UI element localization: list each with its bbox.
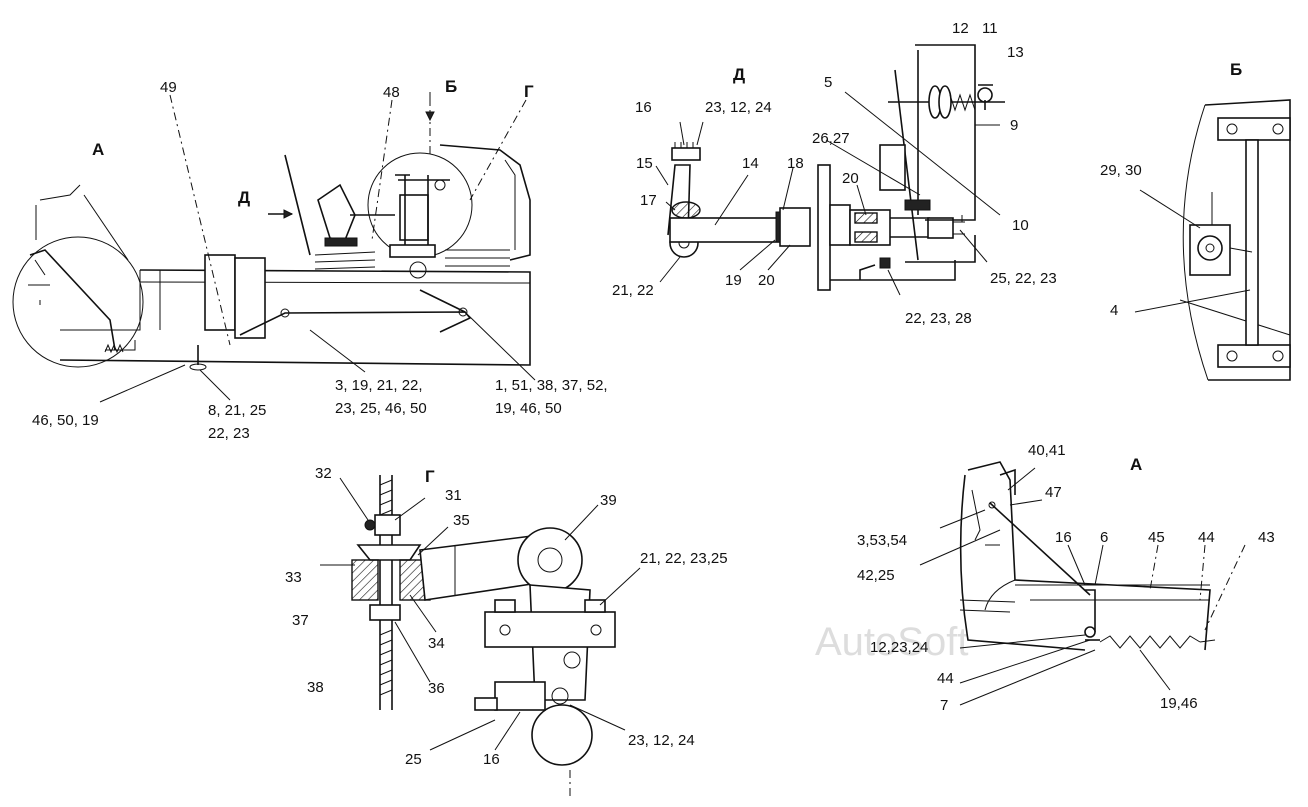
- callout-G-16: 16: [483, 751, 500, 768]
- view-label-G-main: Г: [524, 82, 534, 101]
- callout-3-19-line1: 3, 19, 21, 22,: [335, 377, 423, 394]
- callout-D-17: 17: [640, 192, 657, 209]
- view-label-G: Г: [425, 467, 435, 486]
- callout-D-20a: 20: [842, 170, 859, 187]
- callout-G-34: 34: [428, 635, 445, 652]
- callout-1-51-line2: 19, 46, 50: [495, 400, 562, 417]
- view-A: [919, 461, 1246, 706]
- callout-D-25-22-23: 25, 22, 23: [990, 270, 1057, 287]
- callout-A-47: 47: [1045, 484, 1062, 501]
- callout-G-31: 31: [445, 487, 462, 504]
- arrow-label-B: Б: [445, 77, 457, 96]
- callout-G-37: 37: [292, 612, 309, 629]
- callout-A-44a: 44: [1198, 529, 1215, 546]
- callout-G-21-22-23-25: 21, 22, 23,25: [640, 550, 728, 567]
- callout-B-29-30: 29, 30: [1100, 162, 1142, 179]
- view-G: [320, 475, 641, 800]
- callout-A-45: 45: [1148, 529, 1165, 546]
- callout-D-5: 5: [824, 74, 832, 91]
- callout-A-40-41: 40,41: [1028, 442, 1066, 459]
- callout-46-50-19: 46, 50, 19: [32, 412, 99, 429]
- callout-48: 48: [383, 84, 400, 101]
- callout-A-3-53-54: 3,53,54: [857, 532, 907, 549]
- arrow-label-D: Д: [238, 188, 250, 207]
- callout-D-20b: 20: [758, 272, 775, 289]
- callout-G-38: 38: [307, 679, 324, 696]
- callout-A-12-23-24: 12,23,24: [870, 639, 928, 656]
- view-label-B: Б: [1230, 60, 1242, 79]
- view-B: [1134, 99, 1291, 381]
- callout-D-18: 18: [787, 155, 804, 172]
- callout-D-14: 14: [742, 155, 759, 172]
- callout-49: 49: [160, 79, 177, 96]
- view-D: [655, 44, 1005, 296]
- callout-G-33: 33: [285, 569, 302, 586]
- callout-A-42-25: 42,25: [857, 567, 895, 584]
- callout-1-51-line1: 1, 51, 38, 37, 52,: [495, 377, 608, 394]
- callout-G-36: 36: [428, 680, 445, 697]
- callout-A-44b: 44: [937, 670, 954, 687]
- callout-D-11: 11: [982, 20, 998, 37]
- callout-A-19-46: 19,46: [1160, 695, 1198, 712]
- callout-D-12: 12: [952, 20, 969, 37]
- view-label-A-main: А: [92, 140, 104, 159]
- callout-D-23-12-24: 23, 12, 24: [705, 99, 772, 116]
- callout-D-15: 15: [636, 155, 653, 172]
- callout-D-13: 13: [1007, 44, 1024, 61]
- callout-D-26-27: 26,27: [812, 130, 850, 147]
- callout-G-25: 25: [405, 751, 422, 768]
- callout-D-19: 19: [725, 272, 742, 289]
- callout-A-7: 7: [940, 697, 948, 714]
- callout-G-32: 32: [315, 465, 332, 482]
- callout-8-21-25: 8, 21, 25: [208, 402, 266, 419]
- view-label-A: А: [1130, 455, 1142, 474]
- callout-G-23-12-24: 23, 12, 24: [628, 732, 695, 749]
- callout-G-35: 35: [453, 512, 470, 529]
- callout-22-23: 22, 23: [208, 425, 250, 442]
- callout-A-43: 43: [1258, 529, 1275, 546]
- callout-D-21-22: 21, 22: [612, 282, 654, 299]
- callout-B-4: 4: [1110, 302, 1118, 319]
- callout-D-9: 9: [1010, 117, 1018, 134]
- view-label-D: Д: [733, 65, 745, 84]
- callout-A-6: 6: [1100, 529, 1108, 546]
- watermark: AutoSoft: [815, 620, 968, 664]
- callout-G-39: 39: [600, 492, 617, 509]
- callout-D-22-23-28: 22, 23, 28: [905, 310, 972, 327]
- callout-A-16: 16: [1055, 529, 1072, 546]
- callout-D-10: 10: [1012, 217, 1029, 234]
- callout-3-19-line2: 23, 25, 46, 50: [335, 400, 427, 417]
- main-view: [12, 92, 536, 403]
- callout-D-16: 16: [635, 99, 652, 116]
